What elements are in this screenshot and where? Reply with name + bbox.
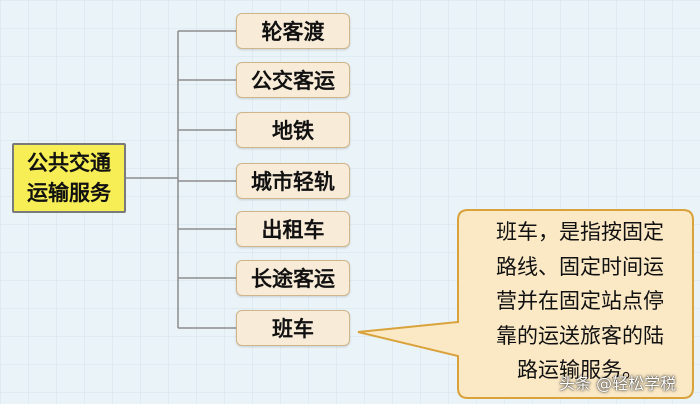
branch-node-bus: 公交客运 bbox=[236, 62, 350, 98]
callout-text: 班车，是指按固定 路线、固定时间运 营并在固定站点停 靠的运送旅客的陆 路运输服… bbox=[470, 215, 690, 388]
branch-node-long-distance: 长途客运 bbox=[236, 260, 350, 296]
callout-line-2: 路线、固定时间运 bbox=[496, 254, 664, 279]
branch-node-taxi: 出租车 bbox=[236, 211, 350, 247]
callout-bubble bbox=[357, 209, 694, 399]
watermark: 头条 @轻松学税 bbox=[559, 374, 677, 393]
callout-line-1: 班车，是指按固定 bbox=[496, 220, 664, 244]
callout-line-5: 路运输服务。 bbox=[517, 358, 643, 382]
branch-node-shuttle-bus: 班车 bbox=[236, 310, 350, 346]
callout-line-4: 靠的运送旅客的陆 bbox=[496, 323, 664, 348]
root-label-line-1: 公共交通 bbox=[27, 151, 111, 175]
root-node: 公共交通 运输服务 bbox=[12, 143, 126, 213]
root-label-line-2: 运输服务 bbox=[27, 181, 111, 205]
branch-node-ferry: 轮客渡 bbox=[236, 13, 350, 49]
branch-node-subway: 地铁 bbox=[236, 112, 350, 148]
callout-line-3: 营并在固定站点停 bbox=[496, 289, 664, 313]
branch-node-light-rail: 城市轻轨 bbox=[236, 163, 350, 199]
